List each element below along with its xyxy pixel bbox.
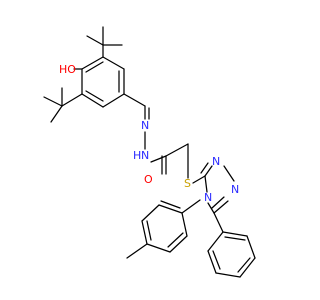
bond-tolyl-3 — [141, 220, 148, 245]
bond-n-tolyl — [181, 199, 201, 214]
hydroxyl-label: HO — [59, 63, 76, 76]
triazole-n2-label: N — [231, 183, 239, 196]
carbonyl-oxygen-label: O — [144, 173, 153, 186]
bond-tri-2 — [223, 165, 235, 182]
thioether-sulfur-label: S — [184, 177, 191, 190]
bond-phenol-4 — [81, 93, 104, 108]
bond-tbu2-attach — [61, 93, 83, 107]
hydrazide-nitrogen-label: N — [141, 149, 149, 162]
bond-tolyl-methyl — [126, 243, 148, 259]
bond-phenyl-2 — [246, 235, 256, 259]
atom-labels: HO N N H O S N N N — [59, 63, 239, 204]
bond-tri-phenyl — [213, 212, 224, 233]
bond-phenol-6b — [85, 61, 104, 73]
bond-phenyl-1b — [224, 236, 246, 241]
bond-tri-4 — [204, 175, 208, 193]
bond-tolyl-1b — [160, 200, 181, 209]
bond-phenyl-1 — [222, 231, 248, 237]
bond-tri-3b — [211, 196, 225, 209]
bond-tolyl-5 — [169, 235, 188, 253]
bond-nh-carbonyl — [150, 155, 167, 163]
molecule-diagram: HO N N H O S N N N — [43, 26, 256, 278]
bond-phenyl-4 — [215, 272, 241, 278]
bond-tolyl-3b — [146, 220, 152, 241]
bond-phenol-6 — [81, 56, 104, 70]
bond-phenyl-6 — [207, 231, 224, 252]
bond-tri-3 — [213, 200, 229, 214]
bonds — [43, 26, 256, 278]
bond-tolyl-1 — [158, 204, 183, 214]
bond-tri-1 — [204, 165, 213, 177]
bond-tbu2-c — [50, 105, 63, 123]
bond-tolyl-2 — [141, 204, 160, 222]
bond-phenol-3 — [102, 93, 125, 108]
bond-ring-ch — [123, 93, 146, 107]
imine-nitrogen-label: N — [141, 119, 149, 132]
bond-phenol-1 — [102, 56, 125, 70]
bond-phenol-4b — [85, 90, 104, 102]
bond-phenyl-3b — [237, 257, 251, 273]
bond-tri-5 — [207, 202, 215, 214]
bond-tolyl-5b — [167, 232, 184, 248]
bond-tri-1b — [200, 162, 209, 174]
bond-tbu2-a — [43, 96, 63, 107]
bond-tbu1-c — [86, 35, 104, 46]
bond-phenyl-5b — [212, 250, 221, 270]
bond-carbonyl-ch2 — [165, 143, 189, 157]
bond-tolyl-4 — [146, 243, 171, 253]
bond-phenyl-5 — [207, 250, 217, 274]
bond-phenyl-3 — [239, 257, 256, 278]
triazole-n1-label: N — [212, 155, 220, 168]
bond-s-triazole — [192, 175, 206, 184]
hydrazide-hydrogen-label: H — [133, 149, 141, 162]
structure-canvas: HO N N H O S N N N — [43, 26, 256, 278]
bond-tolyl-6 — [181, 212, 188, 237]
triazole-n4-label: N — [204, 191, 212, 204]
